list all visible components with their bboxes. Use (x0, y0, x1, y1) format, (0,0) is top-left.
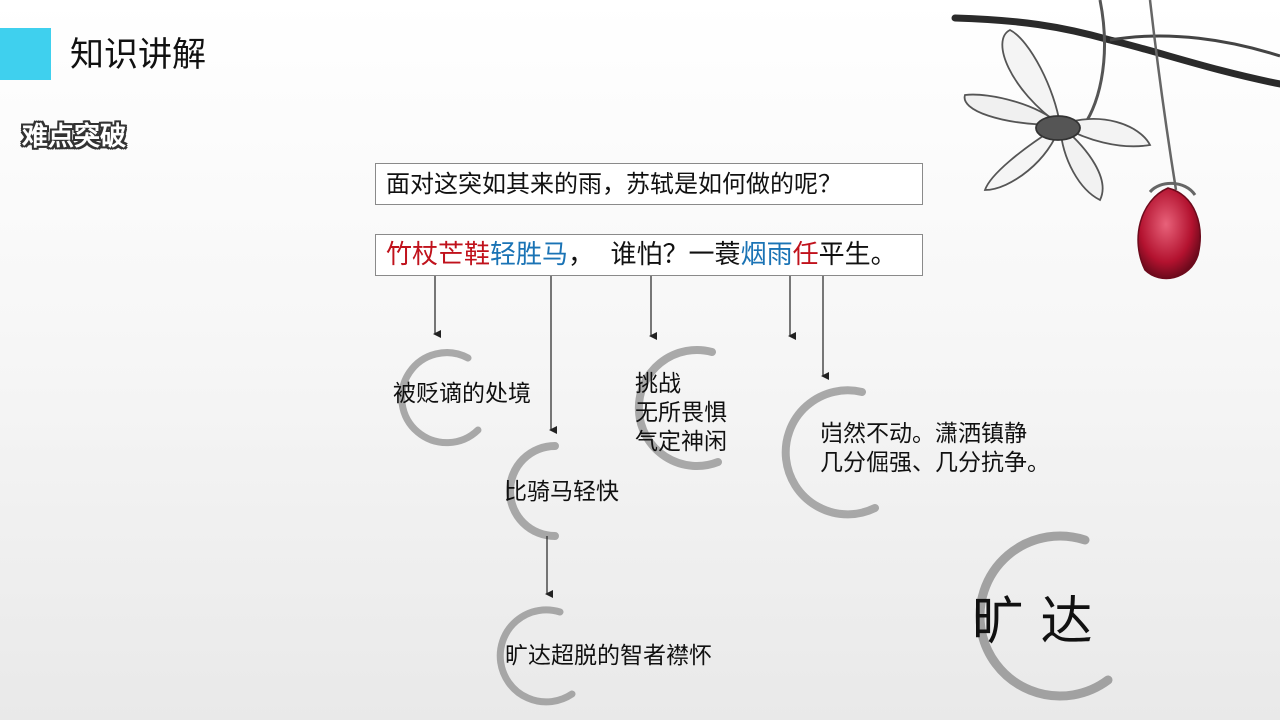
node-line: 气定神闲 (635, 429, 727, 455)
node-biqima: 比骑马轻快 (504, 479, 619, 505)
page-title: 知识讲解 (70, 35, 206, 75)
petal (1058, 122, 1104, 202)
node-line: 几分倔强、几分抗争。 (820, 450, 1050, 476)
lotus-bud (1137, 181, 1201, 280)
ink-circle (496, 606, 576, 706)
stem-stroke (1078, 0, 1106, 132)
node-line: 无所畏惧 (635, 400, 727, 426)
node-qiaoran: 岿然不动。潇洒镇静 几分倔强、几分抗争。 (820, 420, 1050, 478)
node-bianzhe: 被贬谪的处境 (393, 381, 531, 407)
petal (1001, 28, 1062, 127)
bud-leaf (1148, 181, 1197, 196)
node-kuangda-desc: 旷达超脱的智者襟怀 (505, 643, 712, 669)
node-line: 岿然不动。潇洒镇静 (820, 421, 1027, 447)
node-tiaozhan: 挑战 无所畏惧 气定神闲 (635, 370, 727, 457)
stem-stroke-2 (1148, 0, 1178, 191)
poem-box: 竹杖芒鞋轻胜马， 谁怕？一蓑烟雨任平生。 (375, 234, 923, 276)
ink-circle (781, 386, 879, 519)
branch-stroke-thin (1109, 34, 1280, 58)
poem-segment-blue: 烟雨 (740, 240, 793, 270)
poem-segment: ， 谁怕？一蓑 (568, 240, 741, 270)
ink-circle (506, 442, 559, 540)
title-accent-block (0, 28, 51, 80)
bud-body (1137, 187, 1201, 280)
lotus-painting (951, 0, 1280, 280)
ink-circles (398, 346, 1113, 706)
petal (1057, 118, 1152, 148)
question-box: 面对这突如其来的雨，苏轼是如何做的呢？ (375, 163, 923, 205)
node-line: 挑战 (635, 371, 681, 397)
lotus-flower (963, 28, 1152, 202)
poem-segment: 平生。 (818, 240, 897, 270)
node-kuangda: 旷 达 (972, 592, 1093, 652)
poem-segment-red: 任 (792, 240, 819, 270)
ink-circle (975, 531, 1113, 701)
section-label: 难点突破 (22, 122, 127, 152)
question-text: 面对这突如其来的雨，苏轼是如何做的呢？ (386, 170, 842, 198)
ink-circle (634, 346, 722, 470)
poem-segment-red: 竹杖芒鞋 (386, 240, 491, 270)
petal (983, 122, 1062, 191)
poem-segment-blue: 轻胜马 (490, 240, 569, 270)
petal (963, 93, 1063, 126)
lotus-center (1035, 115, 1081, 141)
arrows (433, 268, 829, 598)
ink-circle (398, 349, 482, 447)
